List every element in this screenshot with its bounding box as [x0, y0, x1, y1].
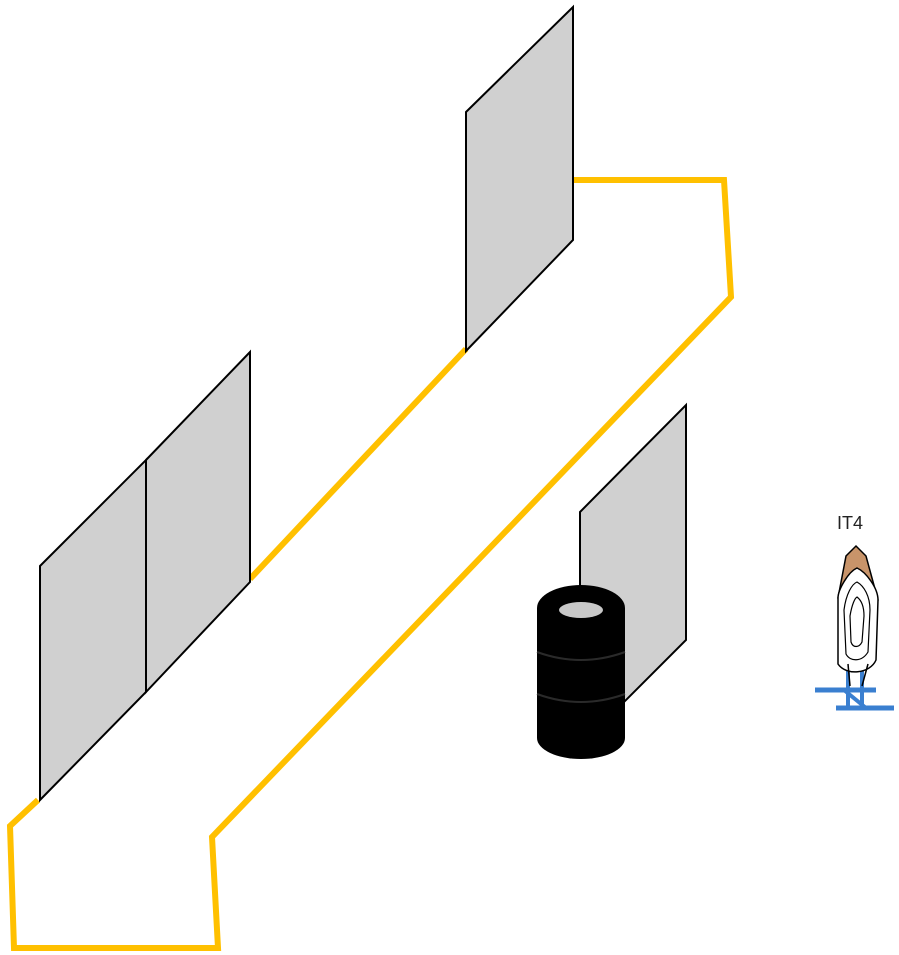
ipsc-target-icon — [815, 544, 894, 711]
barricade-wall-top — [465, 4, 574, 354]
tire-stack-icon — [536, 585, 626, 759]
barricade-wall-left-second — [145, 349, 251, 695]
fault-line-boundary — [6, 177, 735, 951]
target-label: IT4 — [837, 513, 863, 533]
fault-line-edge-mid — [247, 346, 469, 582]
barricade-wall-left — [39, 457, 147, 803]
